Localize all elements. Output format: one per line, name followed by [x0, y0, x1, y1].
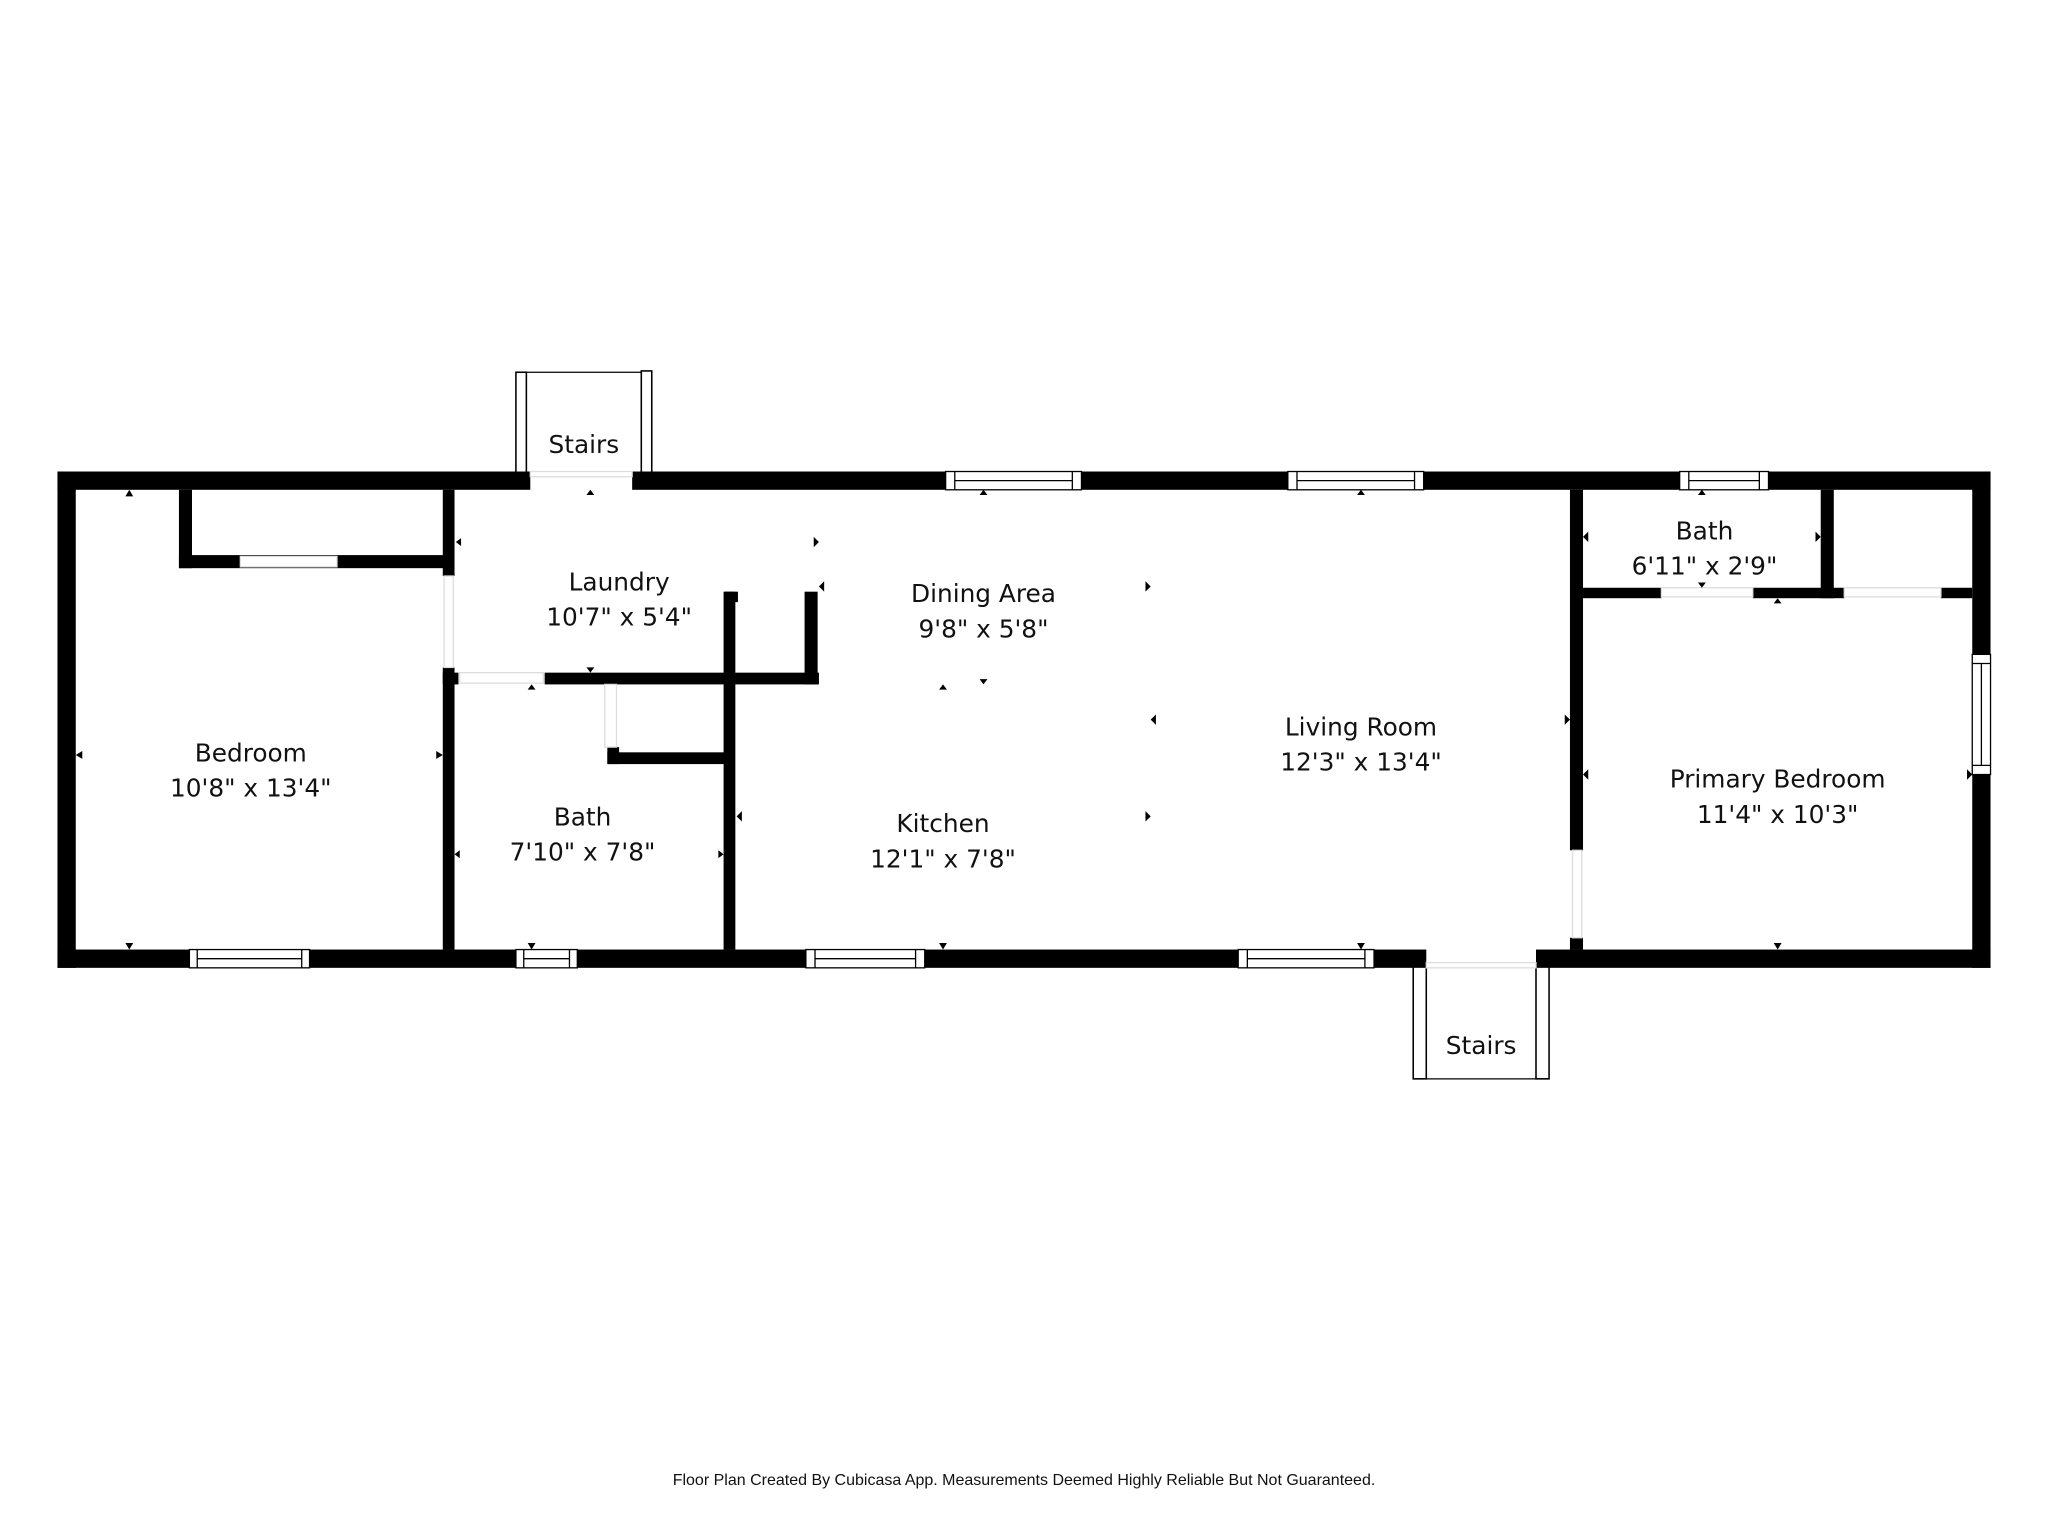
room-label-bath-upper: Bath 6'11" x 2'9"	[1632, 516, 1778, 580]
room-label-primary-bedroom: Primary Bedroom 11'4" x 10'3"	[1670, 765, 1886, 829]
room-name: Dining Area	[911, 579, 1056, 608]
footer-disclaimer: Floor Plan Created By Cubicasa App. Meas…	[672, 1472, 1376, 1489]
room-dimensions: 11'4" x 10'3"	[1697, 800, 1859, 829]
room-dimensions: 9'8" x 5'8"	[919, 614, 1049, 643]
room-name: Living Room	[1285, 712, 1437, 741]
room-name: Primary Bedroom	[1670, 765, 1886, 794]
room-label-living-room: Living Room 12'3" x 13'4"	[1280, 712, 1442, 776]
windows	[188, 470, 1992, 969]
window	[1287, 470, 1425, 491]
window	[944, 470, 1083, 491]
room-dimensions: 6'11" x 2'9"	[1632, 552, 1778, 581]
door-openings	[239, 470, 1942, 969]
room-name: Bedroom	[195, 738, 307, 767]
room-label-dining-area: Dining Area 9'8" x 5'8"	[911, 579, 1056, 643]
window	[805, 948, 926, 969]
stairs-label: Stairs	[1446, 1031, 1517, 1060]
window	[1237, 948, 1375, 969]
room-label-bedroom: Bedroom 10'8" x 13'4"	[170, 738, 332, 802]
window	[1679, 470, 1770, 491]
room-dimensions: 10'8" x 13'4"	[170, 774, 332, 803]
room-label-bath-lower: Bath 7'10" x 7'8"	[510, 802, 656, 866]
window	[188, 948, 311, 969]
room-label-kitchen: Kitchen 12'1" x 7'8"	[870, 809, 1016, 873]
room-name: Bath	[554, 802, 612, 831]
window	[515, 948, 578, 969]
stairs-top: Stairs	[515, 370, 653, 474]
stairs-label: Stairs	[549, 430, 620, 459]
exterior-walls	[57, 471, 1991, 968]
room-label-laundry: Laundry 10'7" x 5'4"	[546, 567, 692, 631]
room-name: Kitchen	[896, 809, 989, 838]
measurement-markers	[75, 489, 1973, 950]
room-dimensions: 12'1" x 7'8"	[870, 844, 1016, 873]
room-dimensions: 12'3" x 13'4"	[1280, 748, 1442, 777]
room-name: Bath	[1676, 516, 1734, 545]
room-name: Laundry	[569, 567, 670, 596]
stairs-bottom: Stairs	[1412, 965, 1550, 1080]
room-dimensions: 10'7" x 5'4"	[546, 603, 692, 632]
window	[1971, 653, 1992, 776]
room-dimensions: 7'10" x 7'8"	[510, 838, 656, 867]
